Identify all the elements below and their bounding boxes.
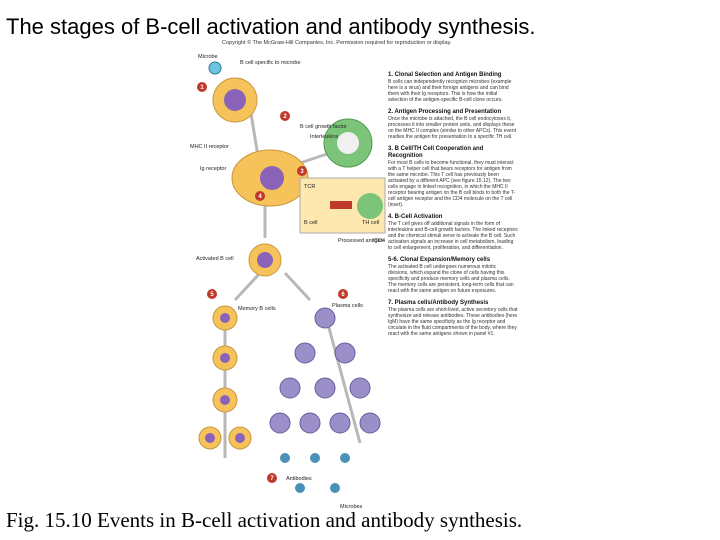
- slide-title: The stages of B-cell activation and anti…: [6, 14, 536, 39]
- step-4: 4. B-Cell Activation The T cell gives of…: [388, 214, 518, 251]
- label-processed-antigen: Processed antigen: [338, 238, 384, 244]
- step-text: Once the microbe is attached, the B cell…: [388, 116, 517, 140]
- step-text: The plasma cells are short-lived, active…: [388, 307, 518, 337]
- figure-caption: Fig. 15.10 Events in B-cell activation a…: [6, 508, 523, 532]
- inset-th-cell: [357, 193, 383, 219]
- b-cell-step1: [212, 77, 258, 123]
- steps-panel: 1. Clonal Selection and Antigen Binding …: [388, 72, 518, 343]
- label-th-cell: TH cell: [362, 220, 380, 226]
- label-mhc2: MHC II receptor: [190, 144, 229, 150]
- label-interleukins: Interleukins: [310, 134, 339, 140]
- step-title: 4. B-Cell Activation: [388, 214, 443, 220]
- plasma-cells: [269, 307, 381, 434]
- step-number-5: 5: [210, 292, 214, 298]
- memory-nuclei: [205, 313, 245, 443]
- label-memory-b-cells: Memory B cells: [238, 306, 276, 312]
- label-b-cell-specific: B cell specific to microbe: [240, 60, 301, 66]
- activated-b-cell: [248, 243, 282, 277]
- step-title: 3. B Cell/TH Cell Cooperation and Recogn…: [388, 146, 484, 159]
- step-title: 2. Antigen Processing and Presentation: [388, 109, 502, 115]
- b-cell-step2: [231, 149, 309, 207]
- label-ig-receptor: Ig receptor: [200, 166, 227, 172]
- step-number-1: 1: [200, 85, 204, 91]
- step-3: 3. B Cell/TH Cell Cooperation and Recogn…: [388, 146, 518, 208]
- step-text: B cells can independently recognize micr…: [388, 79, 512, 103]
- step-number-2: 2: [283, 114, 287, 120]
- label-b-cell-growth-factor: B cell growth factor: [300, 124, 347, 130]
- antibodies: [280, 453, 350, 493]
- label-antibodies: Antibodies: [286, 476, 312, 482]
- label-tcr: TCR: [304, 184, 316, 190]
- figure-illustration: 1 2 3 4 5 6 7: [197, 61, 386, 493]
- label-b-cell: B cell: [304, 220, 318, 226]
- step-number-7: 7: [270, 476, 274, 482]
- step-text: The activated B cell undergoes numerous …: [388, 264, 514, 294]
- step-number-4: 4: [258, 194, 262, 200]
- label-microbe: Microbe: [198, 54, 218, 60]
- step-number-6: 6: [341, 292, 345, 298]
- step-markers: [197, 82, 348, 483]
- step-2: 2. Antigen Processing and Presentation O…: [388, 109, 518, 140]
- label-activated-b-cell: Activated B cell: [196, 256, 234, 262]
- figure-b-cell-activation: 1 2 3 4 5 6 7 Copyright © The McGraw-Hil…: [190, 38, 520, 513]
- copyright-notice: Copyright © The McGraw-Hill Companies, I…: [222, 40, 452, 46]
- label-cd4: CD4: [374, 238, 386, 244]
- step-7: 7. Plasma cells/Antibody Synthesis The p…: [388, 300, 518, 337]
- step-1: 1. Clonal Selection and Antigen Binding …: [388, 72, 518, 103]
- microbe-icon: [208, 61, 222, 75]
- step-text: For most B cells to become functional, t…: [388, 160, 516, 208]
- label-plasma-cells: Plasma cells: [332, 303, 363, 309]
- step-5-6: 5-6. Clonal Expansion/Memory cells The a…: [388, 257, 518, 294]
- th-cell: [323, 118, 373, 168]
- step-title: 5-6. Clonal Expansion/Memory cells: [388, 257, 491, 263]
- step-title: 1. Clonal Selection and Antigen Binding: [388, 72, 502, 78]
- step-number-3: 3: [300, 169, 304, 175]
- label-microbes: Microbes: [340, 504, 363, 510]
- inset-receptor-complex: [330, 201, 352, 209]
- step-text: The T cell gives off additional signals …: [388, 221, 518, 251]
- step-title: 7. Plasma cells/Antibody Synthesis: [388, 300, 489, 306]
